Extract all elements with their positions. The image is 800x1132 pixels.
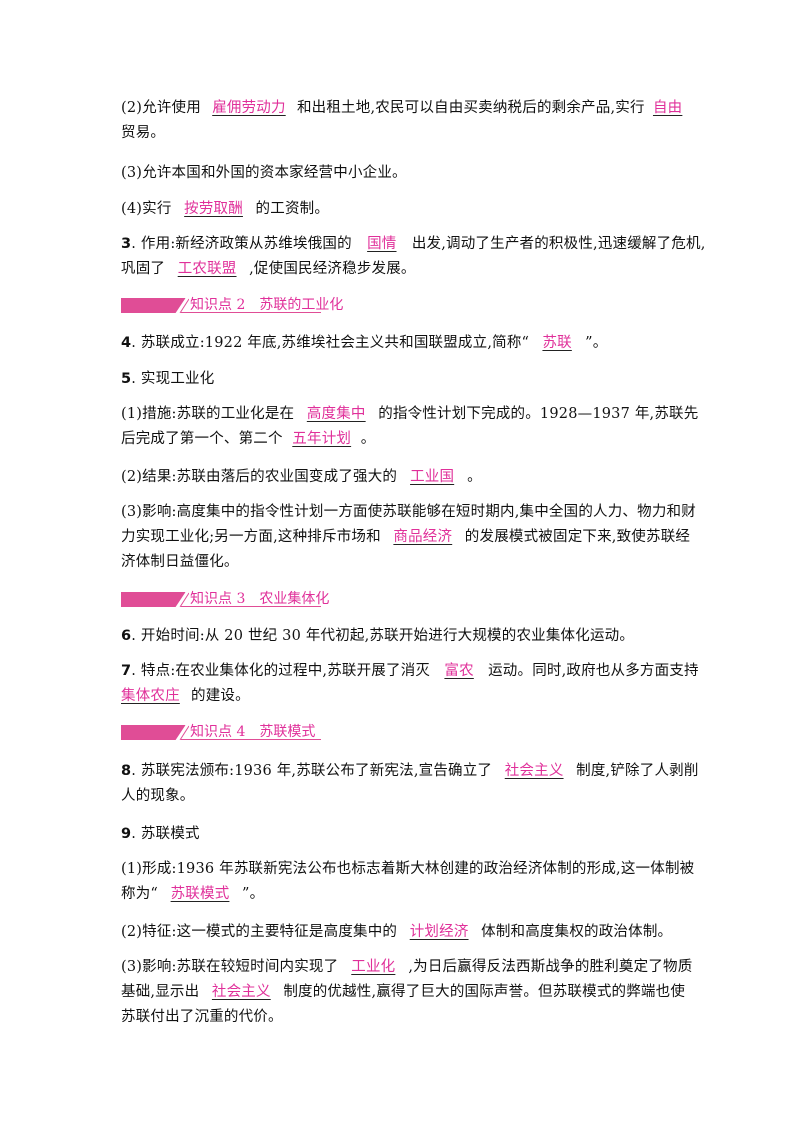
item-3-model-impact: (3)影响:苏联在较短时间内实现了工业化,为日后赢得反法西斯战争的胜利奠定了物质… [121,955,692,1030]
answer-blank[interactable]: 商品经济 [393,529,453,545]
knowledge-point-title: 农业集体化 [259,591,330,607]
banner-slash-icon [174,725,189,740]
answer-blank[interactable]: 五年计划 [292,431,352,447]
knowledge-point-label: 知识点 2 [190,297,246,313]
question-6-start-time: 6. 开始时间:从 20 世纪 30 年代初起,苏联开始进行大规模的农业集体化运… [121,628,635,644]
answer-blank[interactable]: 社会主义 [504,763,564,779]
answer-blank[interactable]: 富农 [444,663,474,679]
item-3-enterprises: (3)允许本国和外国的资本家经营中小企业。 [121,165,407,181]
item-3-impact: (3)影响:高度集中的指令性计划一方面使苏联能够在短时期内,集中全国的人力、物力… [121,504,696,570]
answer-blank[interactable]: 国情 [367,236,397,252]
banner-bar [121,592,185,607]
knowledge-point-label: 知识点 4 [190,724,246,740]
knowledge-point-title: 苏联的工业化 [259,297,344,313]
banner-bar [121,725,185,740]
question-5-industrialization: 5. 实现工业化 [121,371,215,387]
answer-blank[interactable]: 集体农庄 [121,688,180,704]
knowledge-point-title: 苏联模式 [259,724,316,740]
item-2-characteristics: (2)特征:这一模式的主要特征是高度集中的计划经济体制和高度集权的政治体制。 [121,920,681,945]
banner-bar [121,298,185,313]
question-7-features: 7. 特点:在农业集体化的过程中,苏联开展了消灭富农运动。同时,政府也从多方面支… [121,659,699,709]
answer-blank[interactable]: 工业化 [351,959,396,975]
answer-blank[interactable]: 社会主义 [211,984,271,1000]
answer-blank[interactable]: 计划经济 [409,924,469,940]
banner-underline [181,606,321,607]
question-4-founding: 4. 苏联成立:1922 年底,苏维埃社会主义共和国联盟成立,简称“苏联”。 [121,331,681,356]
banner-slash-icon [174,298,189,313]
answer-blank[interactable]: 按劳取酬 [184,201,243,217]
item-2-hiring: (2)允许使用雇佣劳动力和出租土地,农民可以自由买卖纳税后的剩余产品,实行自由 … [121,96,682,146]
answer-blank[interactable]: 自由 [652,100,683,116]
answer-blank[interactable]: 雇佣劳动力 [212,100,286,116]
banner-underline [181,739,321,740]
item-2-result: (2)结果:苏联由落后的农业国变成了强大的工业国。 [121,465,681,490]
answer-blank[interactable]: 工业国 [410,469,455,485]
banner-underline [181,312,321,313]
item-1-measures: (1)措施:苏联的工业化是在高度集中的指令性计划下完成的。1928—1937 年… [121,402,698,452]
question-9-soviet-model: 9. 苏联模式 [121,826,200,842]
question-3-effect: 3. 作用:新经济政策从苏维埃俄国的国情出发,调动了生产者的积极性,迅速缓解了危… [121,232,705,282]
question-8-constitution: 8. 苏联宪法颁布:1936 年,苏联公布了新宪法,宣告确立了社会主义制度,铲除… [121,759,698,809]
answer-blank[interactable]: 高度集中 [306,406,366,422]
banner-slash-icon [174,592,189,607]
answer-blank[interactable]: 工农联盟 [177,261,237,277]
item-4-wage: (4)实行按劳取酬的工资制。 [121,197,681,222]
knowledge-point-label: 知识点 3 [190,591,246,607]
answer-blank[interactable]: 苏联模式 [170,886,230,902]
item-1-formation: (1)形成:1936 年苏联新宪法公布也标志着斯大林创建的政治经济体制的形成,这… [121,857,694,907]
answer-blank[interactable]: 苏联 [542,335,572,351]
